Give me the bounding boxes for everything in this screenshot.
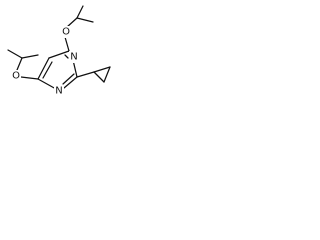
nitrogen-bottom-label: N <box>55 86 62 97</box>
bond-o-left-ch <box>16 57 23 71</box>
bond-n1-c2-double <box>62 73 75 85</box>
bond-ch-left-me1 <box>7 49 23 59</box>
bond-n1-c2 <box>63 76 78 89</box>
bond-o-top-ch <box>66 17 78 28</box>
bond-c4-c5 <box>48 50 70 59</box>
bond-c4-n3-double <box>64 54 69 59</box>
bond-cyclopropyl-c <box>103 66 111 83</box>
bond-c2-cyclopropyl <box>76 71 95 78</box>
bond-c6-n1 <box>37 78 57 90</box>
structure-diagram: O O N N <box>0 0 125 109</box>
bond-ch-top-me2 <box>76 5 84 19</box>
nitrogen-right-label: N <box>70 52 77 63</box>
bond-ch-left-me2 <box>21 54 39 59</box>
bond-c6-o-left <box>20 76 39 80</box>
oxygen-left-label: O <box>12 71 20 82</box>
bond-ch-top-me1 <box>76 17 94 23</box>
bond-c5-c6-double <box>42 61 53 79</box>
bond-c5-c6 <box>37 57 50 80</box>
molecule-svg: O O N N <box>7 5 111 97</box>
oxygen-top-label: O <box>62 27 70 38</box>
bond-cyclopropyl-a <box>93 66 111 73</box>
bond-c4-o-top <box>64 36 70 52</box>
bond-cyclopropyl-b <box>93 71 105 83</box>
